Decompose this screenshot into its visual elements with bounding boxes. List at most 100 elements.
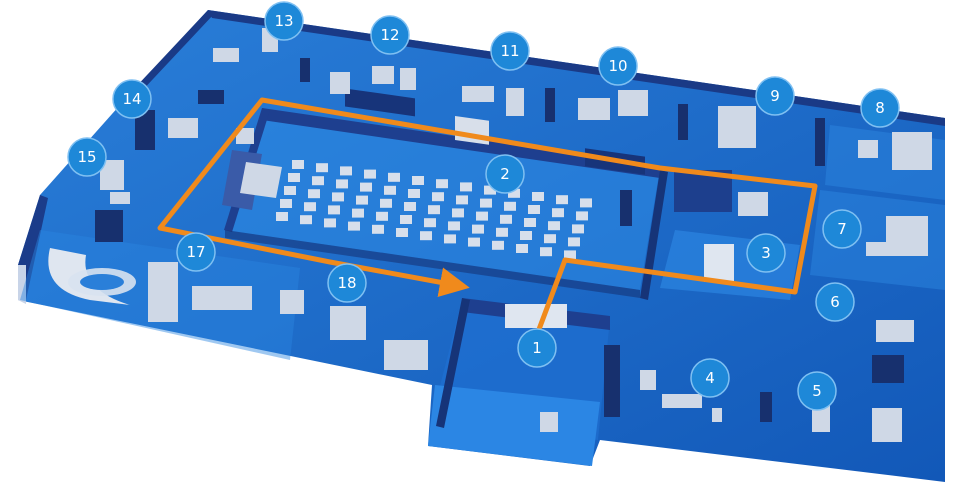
marker-circle [598,46,638,86]
seat [484,185,496,195]
seat [300,215,312,225]
seat [524,218,536,227]
lecture-back-wall [262,108,660,178]
lecture-right-wall [640,170,668,300]
marker-14: 14 [112,79,152,119]
seat [472,224,484,234]
seat [580,198,592,208]
marker-circle [327,263,367,303]
marker-label: 18 [337,274,356,292]
marker-circle [690,358,730,398]
tour-route [157,97,818,341]
seat [452,208,464,218]
seat [364,169,376,179]
marker-label: 12 [380,26,399,44]
seat [448,221,460,231]
seat [552,208,564,218]
seat [508,188,520,198]
marker-circle [485,154,525,194]
seat [420,231,432,241]
seat [280,199,292,208]
marker-label: 13 [274,12,293,30]
seat [328,205,340,215]
seat [348,221,360,231]
divider-9 [760,392,772,422]
marker-label: 1 [532,339,542,357]
divider-3 [545,88,555,122]
seat [308,189,320,199]
marker-circle [264,1,304,41]
marker-circle [755,76,795,116]
seat [380,198,392,208]
stage-desk [240,162,282,198]
marker-4: 4 [690,358,730,398]
marker-9: 9 [755,76,795,116]
marker-label: 17 [186,243,205,261]
divider-1 [300,58,310,82]
divider-6 [135,110,155,150]
seat [284,186,296,195]
marker-12: 12 [370,15,410,55]
divider-8 [872,355,904,383]
seat [412,176,424,185]
marker-label: 15 [77,148,96,166]
marker-circle [67,137,107,177]
seat [340,166,352,176]
marker-label: 4 [705,369,715,387]
seat [540,247,552,257]
seat [456,195,468,205]
divider-10 [604,345,620,417]
seat [424,218,436,228]
seat [572,224,584,234]
seat [576,211,588,221]
seat [504,201,516,211]
seat [520,231,532,240]
marker-circle [797,371,837,411]
seat [352,208,364,218]
seat [436,179,448,189]
seat [396,228,408,237]
equipment [100,28,932,442]
seat [568,237,580,247]
marker-label: 14 [122,90,141,108]
divider-5 [815,118,825,166]
marker-circle [746,233,786,273]
seat [388,172,400,182]
divider-7 [95,210,123,242]
lecture-seating [276,160,592,260]
marker-label: 6 [830,293,840,311]
marker-circle [517,328,557,368]
marker-label: 7 [837,220,847,238]
seat [316,163,328,173]
marker-label: 11 [500,42,519,60]
divider-2 [198,90,224,104]
seat [432,192,444,202]
marker-label: 3 [761,244,771,262]
seat [304,202,316,212]
seat [476,211,488,221]
seat [516,244,528,253]
seat [404,202,416,211]
seat [336,179,348,189]
marker-18: 18 [327,263,367,303]
reception-left-wall [436,298,470,428]
lecture-front-wall [225,230,640,298]
seat [496,227,508,237]
reception-desk-back [505,304,567,328]
seat [408,189,420,198]
seat [532,192,544,201]
seat [288,173,300,182]
seat [400,215,412,224]
seat [544,234,556,244]
seat [492,240,504,250]
marker-1: 1 [517,328,557,368]
seat [292,160,304,169]
marker-3: 3 [746,233,786,273]
seat [468,237,480,247]
seat [332,192,344,202]
entry-box [540,412,558,432]
seat [356,195,368,205]
